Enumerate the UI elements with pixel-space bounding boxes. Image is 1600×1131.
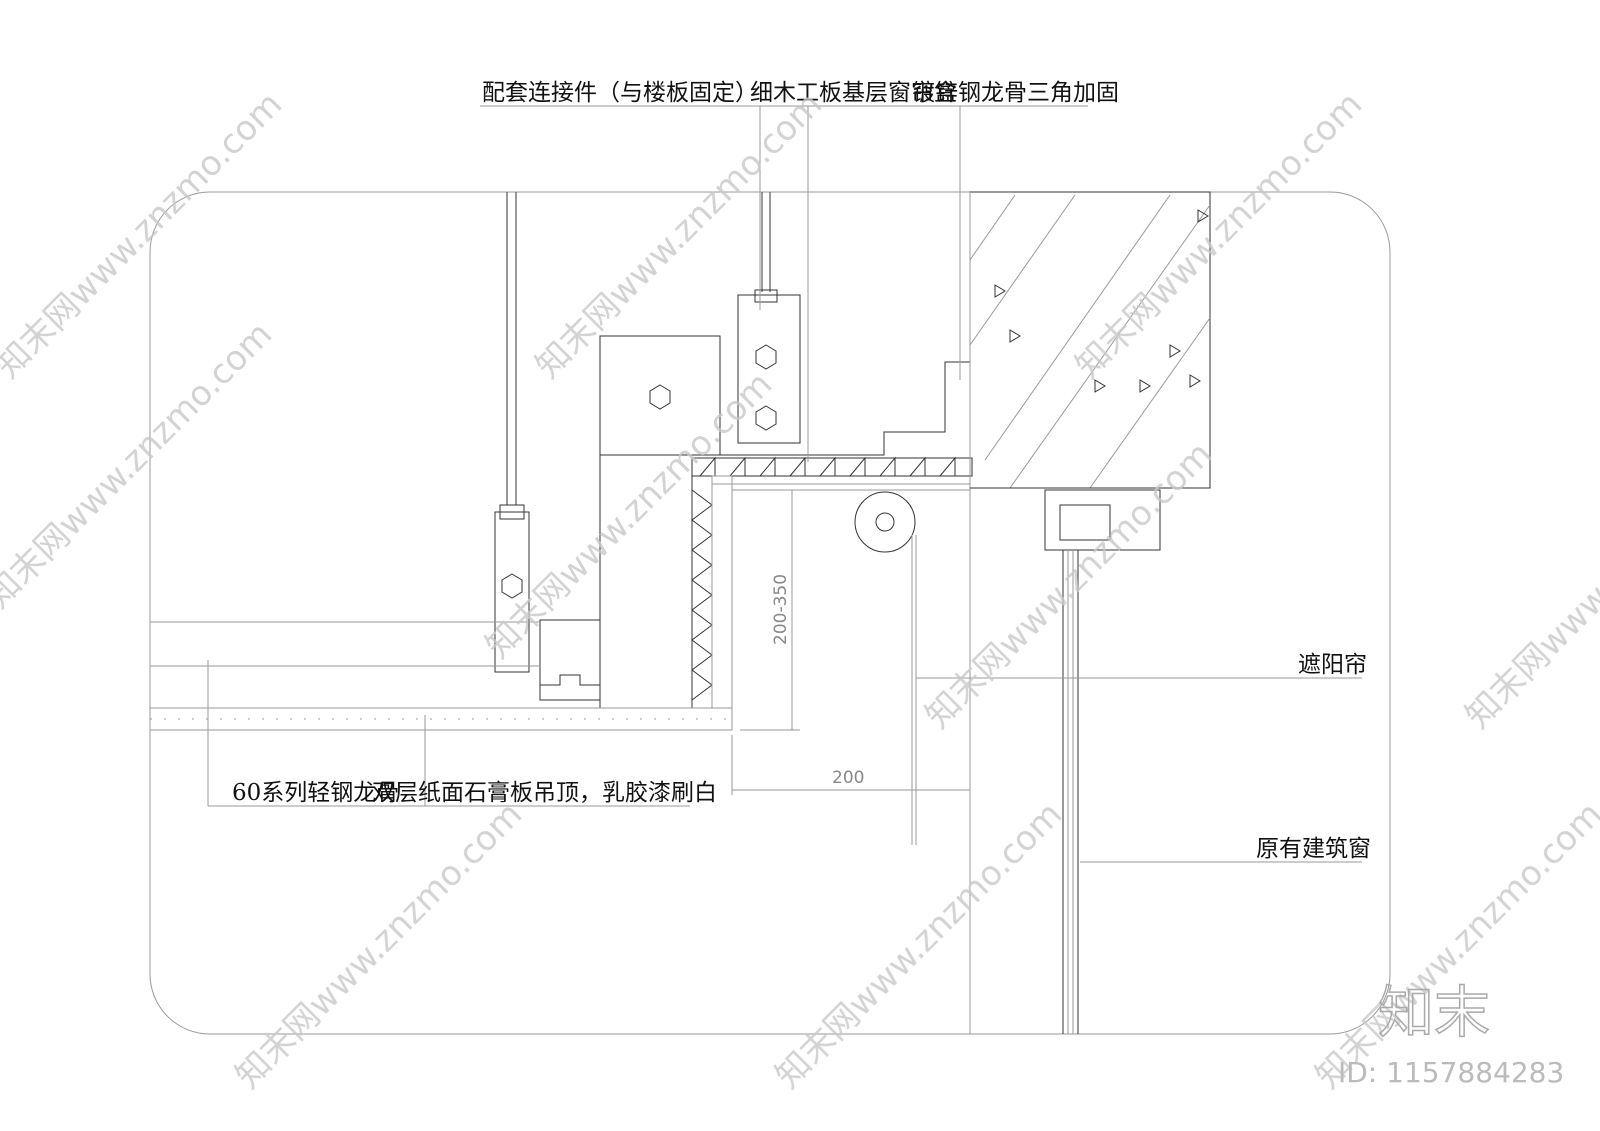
dimension-horizontal [731, 735, 970, 795]
svg-text:知末网www.znzmo.com: 知末网www.znzmo.com [1458, 434, 1600, 736]
watermark-pattern: 知末网www.znzmo.com 知末网www.znzmo.com 知末网www… [0, 84, 1600, 1096]
label-ceiling-board: 双层纸面石膏板吊顶，乳胶漆刷白 [372, 780, 717, 806]
svg-text:知末网www.znzmo.com: 知末网www.znzmo.com [228, 794, 530, 1096]
gypsum-ceiling [149, 621, 733, 731]
svg-text:知末网www.znzmo.com: 知末网www.znzmo.com [768, 794, 1070, 1096]
label-steel-keel: 镀锌钢龙骨三角加固 [912, 80, 1119, 106]
label-sunshade: 遮阳帘 [1298, 652, 1367, 678]
label-ceiling-keel: 60系列轻钢龙骨 [232, 780, 399, 806]
label-existing-window: 原有建筑窗 [1256, 836, 1371, 862]
svg-text:知末网www.znzmo.com: 知末网www.znzmo.com [478, 364, 780, 666]
label-curtain-box: 细木工板基层窗帘盒 [750, 80, 957, 106]
hanger-bracket-right [649, 192, 801, 444]
dimension-vertical [740, 490, 800, 731]
drawing-frame [149, 191, 1391, 1035]
svg-text:知末网www.znzmo.com: 知末网www.znzmo.com [1068, 84, 1370, 386]
dimension-vertical-label: 200-350 [771, 574, 791, 645]
watermark-id: ID: 1157884283 [1338, 1056, 1564, 1089]
svg-text:知末网www.znzmo.com: 知末网www.znzmo.com [528, 84, 830, 386]
svg-text:知末网www.znzmo.com: 知末网www.znzmo.com [918, 434, 1220, 736]
label-connector: 配套连接件（与楼板固定） [482, 80, 758, 106]
roller-blind [854, 491, 917, 845]
curtain-box [599, 192, 1210, 1034]
dimension-horizontal-label: 200 [832, 768, 864, 788]
leader-lines [207, 105, 1362, 863]
existing-window-frame [1044, 489, 1161, 1034]
hanger-rod-left [494, 192, 601, 701]
watermark-logo: 知末 [1378, 981, 1490, 1046]
